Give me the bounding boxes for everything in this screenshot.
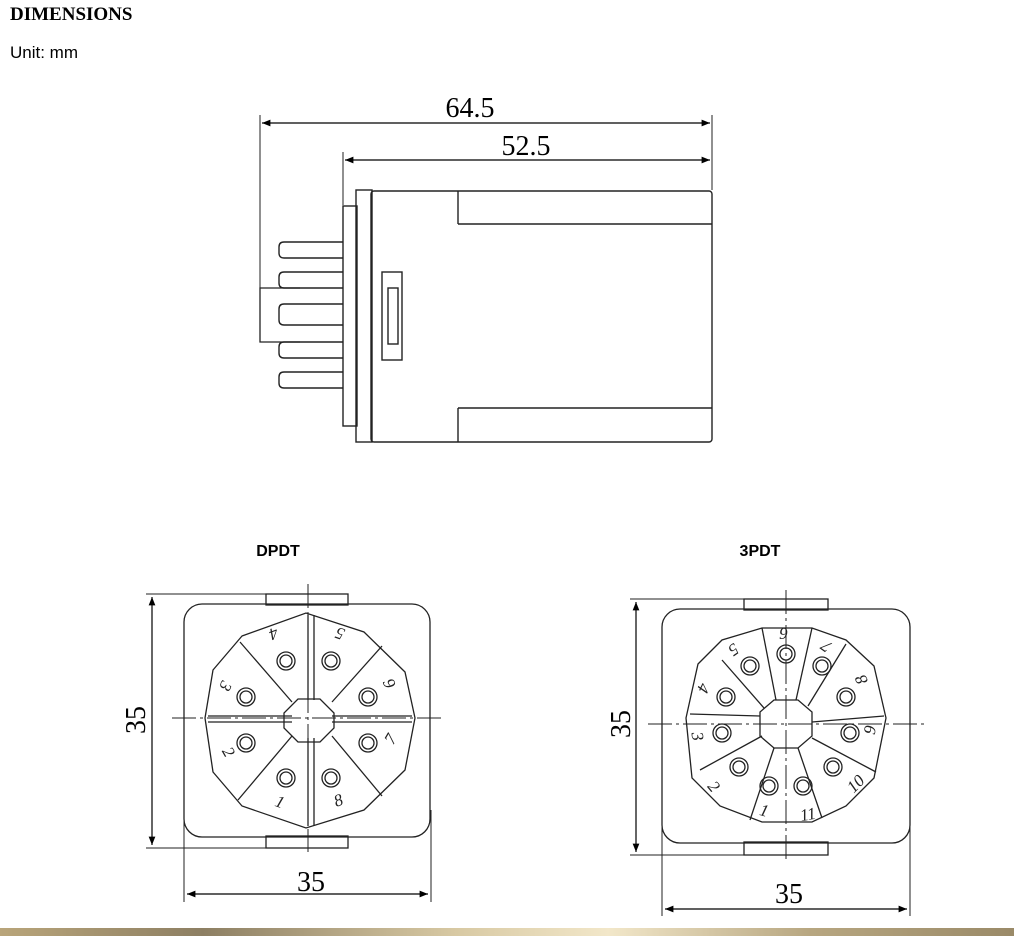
dpdt-pin-label: 4 [266, 623, 281, 644]
overall-length-label: 64.5 [446, 93, 495, 124]
tpdt-pin-label: 11 [799, 804, 818, 825]
tpdt-pin-label: 5 [725, 640, 743, 660]
relay-body [370, 190, 713, 443]
dpdt-base-outline [183, 603, 431, 838]
footer-decorative-strip [0, 928, 1014, 936]
dpdt-width-label: 35 [297, 867, 325, 898]
relay-pins [259, 241, 343, 389]
dpdt-pin-holes [236, 651, 378, 788]
tpdt-pin-holes [712, 644, 860, 796]
dpdt-base-view [146, 584, 444, 902]
tpdt-width-label: 35 [775, 879, 803, 910]
dpdt-height-label: 35 [121, 706, 152, 734]
dpdt-pin-label: 5 [333, 623, 347, 644]
unit-label: Unit: mm [10, 43, 78, 62]
tpdt-base-view [630, 590, 924, 916]
tpdt-pin-label: 8 [851, 671, 872, 687]
tpdt-pin-label: 9 [860, 724, 880, 736]
body-length-label: 52.5 [502, 131, 551, 162]
tpdt-pin-label: 7 [816, 635, 835, 656]
tpdt-pin-label: 4 [693, 680, 714, 696]
dpdt-pin-label: 8 [331, 790, 346, 811]
tpdt-pin-label: 3 [687, 730, 707, 743]
dpdt-pin-label: 6 [379, 675, 400, 691]
dpdt-label: DPDT [256, 543, 300, 560]
dpdt-pin-label: 1 [273, 792, 287, 813]
tpdt-pin-label: 1 [758, 800, 771, 821]
dpdt-pin-label: 7 [380, 729, 401, 747]
dpdt-pin-label: 3 [215, 677, 236, 694]
tpdt-height-label: 35 [606, 710, 637, 738]
tpdt-pin-label: 10 [843, 771, 869, 797]
side-view [259, 115, 713, 443]
page-title: DIMENSIONS [10, 4, 133, 25]
tpdt-pin-label: 6 [779, 624, 788, 643]
tpdt-label: 3PDT [740, 543, 781, 560]
dpdt-pin-label: 2 [218, 744, 239, 761]
